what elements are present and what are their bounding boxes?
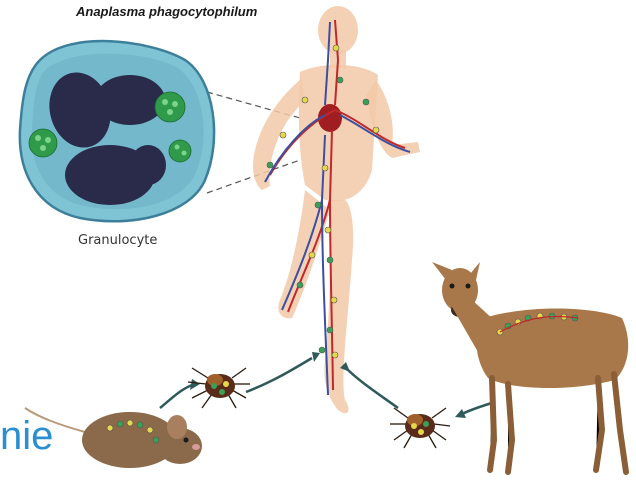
deer-icon [432,262,628,472]
arrow-tick-to-human-right [346,368,398,408]
granulocyte-icon [20,41,214,221]
tick-right-icon [390,408,450,448]
arrow-mouse-to-tick [160,385,192,408]
tick-left-icon [188,368,250,408]
arrow-tick-to-human [246,358,312,392]
partial-text-fragment: nie [0,416,53,456]
granulocyte-label: Granulocyte [78,233,157,248]
human-figure-icon [253,6,420,413]
